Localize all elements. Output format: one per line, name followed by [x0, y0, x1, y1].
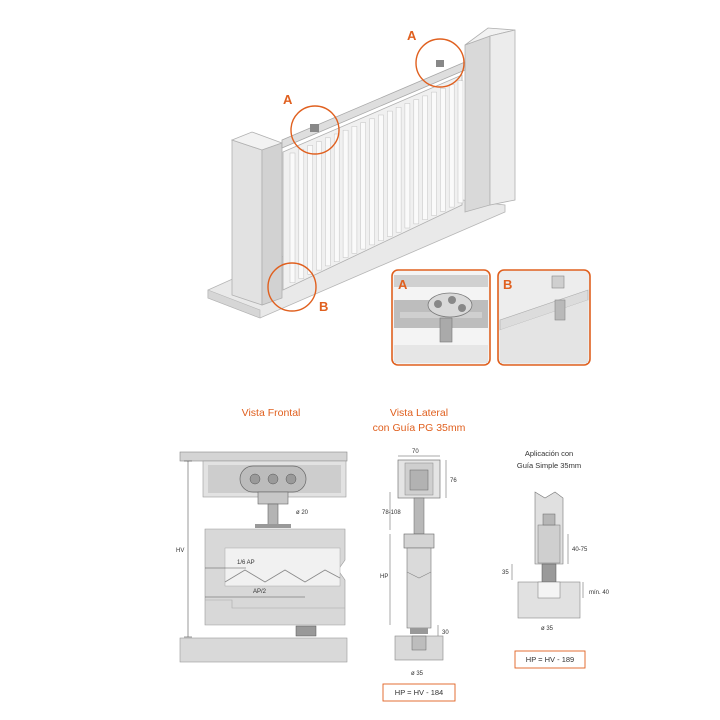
lateral-formula: HP = HV - 184	[395, 688, 443, 697]
callout-label-a-left: A	[283, 92, 293, 107]
simple-min40-label: mín. 40	[589, 590, 610, 596]
vista-frontal: Vista Frontal ø 20 1/6 AP AP/2 HV	[176, 407, 348, 663]
lateral-d70-label: 70	[412, 449, 419, 455]
gate-bar	[413, 99, 420, 225]
lateral-d78-108-label: 78-108	[382, 510, 401, 516]
left-pillar	[231, 139, 263, 306]
simple-phi35-label: ø 35	[541, 626, 554, 632]
lateral-d76-label: 76	[450, 478, 457, 484]
simple-d40-75-label: 40-75	[572, 547, 588, 553]
frontal-phi20-label: ø 20	[296, 510, 309, 516]
detail-b-label: B	[503, 277, 512, 292]
gate-bar	[422, 95, 428, 220]
gate-bar	[369, 118, 375, 246]
frontal-half-ap-label: AP/2	[253, 589, 267, 595]
lateral-hp-label: HP	[380, 574, 388, 580]
detail-b-panel: B	[497, 269, 591, 366]
gate-bar	[440, 88, 446, 212]
frontal-hv-label: HV	[176, 548, 184, 554]
detail-a-panel: A	[391, 269, 491, 366]
gate-bar	[351, 126, 358, 254]
gate-bar	[431, 91, 437, 216]
gate-bar	[289, 152, 296, 283]
gate-isometric-illustration: A A B	[207, 27, 516, 319]
gate-bar	[307, 145, 313, 275]
top-rail	[281, 61, 466, 149]
gate-bar	[457, 80, 464, 204]
frontal-sixth-ap-label: 1/6 AP	[237, 560, 255, 566]
vista-lateral-title-1: Vista Lateral	[390, 407, 448, 419]
callout-circle-b	[267, 262, 317, 312]
gate-bars	[289, 80, 464, 283]
gate-bar	[342, 129, 349, 258]
detail-a-label: A	[398, 277, 408, 292]
callout-circle-a-left	[290, 105, 340, 155]
aplicacion-guia-simple: Aplicación con Guía Simple 35mm 40-75 35…	[502, 449, 610, 669]
gate-bar	[333, 133, 340, 262]
vista-frontal-title: Vista Frontal	[242, 407, 301, 419]
roller-mark-left	[310, 124, 319, 132]
lateral-d30-label: 30	[442, 630, 449, 636]
gate-bar	[325, 137, 331, 267]
simple-title-2: Guía Simple 35mm	[517, 461, 581, 470]
callout-label-b: B	[319, 299, 328, 314]
simple-d35-label: 35	[502, 570, 509, 576]
gate-bar	[395, 107, 402, 233]
gate-bar	[404, 103, 411, 229]
gate-bar	[378, 114, 384, 241]
gate-bar	[316, 141, 322, 271]
gate-bar	[298, 148, 305, 279]
vista-lateral: Vista Lateral con Guía PG 35mm 70 76 78-…	[373, 407, 466, 702]
vista-lateral-title-2: con Guía PG 35mm	[373, 422, 466, 434]
right-pillar	[464, 35, 491, 213]
callout-circle-a-top	[415, 38, 465, 88]
lateral-phi35-label: ø 35	[411, 671, 424, 677]
gate-bar	[360, 122, 366, 250]
callout-label-a-top: A	[407, 28, 417, 43]
roller-mark-top	[436, 60, 444, 67]
gate-bar	[448, 84, 455, 208]
simple-formula: HP = HV - 189	[526, 655, 574, 664]
gate-bar	[387, 110, 393, 237]
simple-title-1: Aplicación con	[525, 449, 573, 458]
